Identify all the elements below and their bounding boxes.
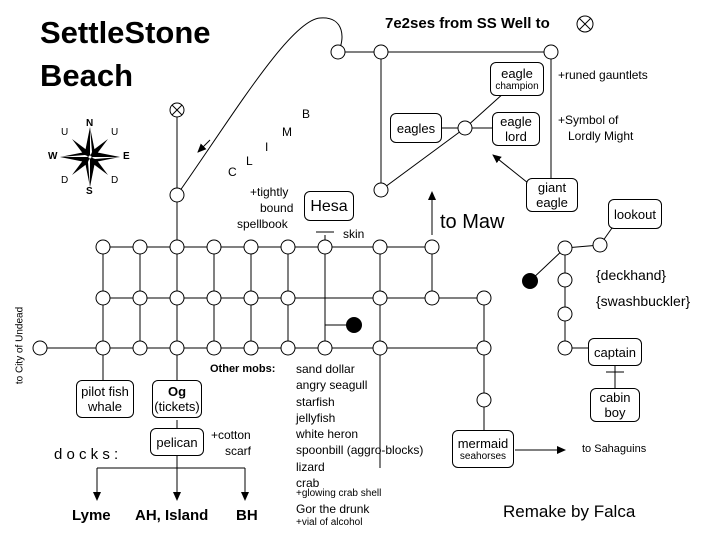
compass-rose xyxy=(60,127,120,187)
box-pelican: pelican xyxy=(150,428,204,456)
mob-deckhand: {deckhand} xyxy=(596,267,667,283)
box-label: captain xyxy=(594,344,636,360)
to-undead-label: to City of Undead xyxy=(14,306,26,385)
dock-ah-island: AH, Island xyxy=(135,507,209,524)
box-label: eagle xyxy=(536,195,568,210)
box-label: champion xyxy=(495,80,539,92)
box-eagles: eagles xyxy=(390,113,442,143)
route-header: 7e2ses from SS Well to xyxy=(385,15,550,32)
compass-e: E xyxy=(123,151,130,162)
box-label: cabin xyxy=(599,390,631,405)
drop-cotton-line1: +cotton xyxy=(211,428,251,442)
box-pilot-fish: pilot fish whale xyxy=(76,380,134,418)
box-eagle-champion: eagle champion xyxy=(490,62,544,96)
box-label: eagle xyxy=(500,114,532,129)
box-lookout: lookout xyxy=(608,199,662,229)
map-title-line2: Beach xyxy=(40,58,134,93)
map-nodes xyxy=(32,15,608,408)
box-label: lookout xyxy=(614,206,656,222)
climb-letter: B xyxy=(302,107,311,121)
other-mobs-heading: Other mobs: xyxy=(210,363,276,375)
box-label: eagles xyxy=(396,120,436,136)
dock-bh: BH xyxy=(236,507,258,524)
box-mermaid: mermaid seahorses xyxy=(452,430,514,468)
box-eagle-lord: eagle lord xyxy=(492,112,540,146)
mob-item: starfish xyxy=(296,394,335,409)
to-sahaguins-label: to Sahaguins xyxy=(582,443,647,455)
x-marks xyxy=(171,17,592,116)
climb-letter: M xyxy=(282,125,292,139)
box-label: mermaid xyxy=(457,435,509,451)
box-label: pilot fish xyxy=(81,384,129,399)
compass-u-left: U xyxy=(61,127,69,138)
drop-symbol-line1: +Symbol of xyxy=(558,113,619,127)
skin-label: skin xyxy=(343,227,365,241)
drop-spellbook-line3: spellbook xyxy=(237,217,288,231)
credit-text: Remake by Falca xyxy=(503,502,636,521)
box-cabin-boy: cabin boy xyxy=(590,388,640,422)
box-label: (tickets) xyxy=(154,399,200,414)
mob-item: crab xyxy=(296,476,320,491)
compass-w: W xyxy=(48,151,58,162)
box-label: boy xyxy=(604,405,626,420)
climb-letter: C xyxy=(228,165,237,179)
box-giant-eagle: giant eagle xyxy=(526,178,578,212)
mob-item: lizard xyxy=(296,459,325,474)
mob-item: spoonbill (aggro-blocks) xyxy=(296,443,424,458)
box-label: lord xyxy=(505,129,527,144)
compass-u-right: U xyxy=(111,127,119,138)
mob-gor: Gor the drunk xyxy=(296,502,370,516)
docks-label: d o c k s : xyxy=(54,446,119,463)
box-label: whale xyxy=(88,399,122,414)
box-hesa: Hesa xyxy=(304,191,354,221)
box-label: pelican xyxy=(156,434,198,450)
black-dot xyxy=(346,317,362,333)
gor-drop: +vial of alcohol xyxy=(296,517,363,528)
other-mobs-list: sand dollar angry seagull starfish jelly… xyxy=(296,361,423,491)
compass-d-right: D xyxy=(111,175,119,186)
compass-n: N xyxy=(86,118,94,129)
box-label: seahorses xyxy=(459,450,507,462)
drop-spellbook-line1: +tightly xyxy=(250,185,289,199)
mob-item: white heron xyxy=(296,427,359,442)
box-og: Og (tickets) xyxy=(152,380,202,418)
dock-lyme: Lyme xyxy=(72,507,111,524)
box-label: Hesa xyxy=(310,197,348,215)
drop-symbol-line2: Lordly Might xyxy=(568,129,634,143)
compass-s: S xyxy=(86,186,93,197)
mob-item: jellyfish xyxy=(296,410,336,425)
mob-item: sand dollar xyxy=(296,362,355,376)
mob-item: angry seagull xyxy=(296,378,368,393)
drop-gauntlets: +runed gauntlets xyxy=(558,68,648,82)
box-label: giant xyxy=(537,180,567,195)
drop-spellbook-line2: bound xyxy=(260,201,294,215)
drop-cotton-line2: scarf xyxy=(225,444,252,458)
black-dot xyxy=(522,273,538,289)
box-label: Og xyxy=(167,384,187,399)
climb-letter: L xyxy=(246,154,253,168)
to-maw-label: to Maw xyxy=(440,211,505,233)
crab-drop: +glowing crab shell xyxy=(296,488,382,499)
map-title-line1: SettleStone xyxy=(40,15,211,50)
climb-letter: I xyxy=(265,140,269,154)
box-label: eagle xyxy=(501,65,533,81)
compass-d-left: D xyxy=(61,175,69,186)
box-captain: captain xyxy=(588,338,642,366)
mob-swashbuckler: {swashbuckler} xyxy=(596,293,691,309)
